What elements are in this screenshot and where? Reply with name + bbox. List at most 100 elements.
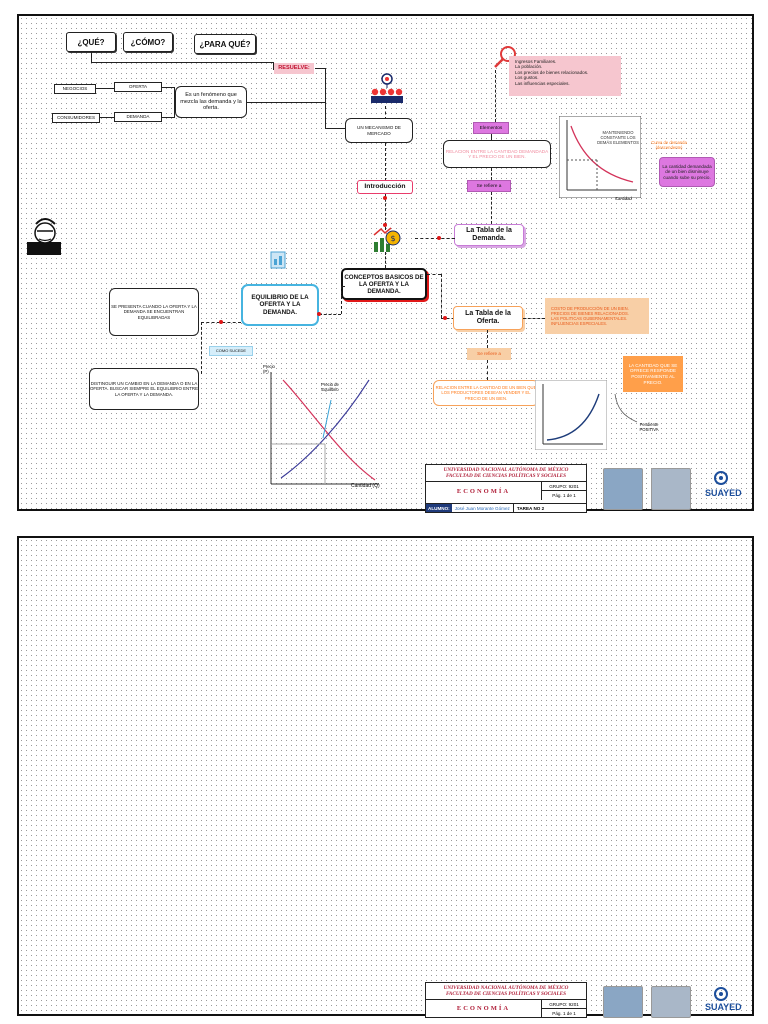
cantidad-demandada-text: La cantidad demandada de un bien disminu… (662, 163, 712, 180)
connector-dot (383, 196, 387, 200)
connector (427, 274, 441, 275)
relacion-demanda-box: RELACION ENTRE LA CANTIDAD DEMANDADA Y E… (443, 140, 551, 168)
connector (385, 143, 386, 181)
consumidores-box: CONSUMIDORES (52, 113, 100, 123)
tabla-demanda-box: La Tabla de la Demanda. (454, 224, 524, 246)
team-network-icon (371, 73, 403, 103)
university-name: UNIVERSIDAD NACIONAL AUTÓNOMA DE MÉXICO (443, 985, 569, 991)
connector (201, 322, 202, 374)
conceptos-box: CONCEPTOS BASICOS DE LA OFERTA Y LA DEMA… (341, 268, 427, 300)
arrow-line (96, 88, 114, 89)
connector (162, 117, 174, 118)
alumno-name: José Juan Morante Gómez (454, 505, 510, 511)
subject-name: ECONOMÍA (426, 482, 542, 500)
footer-header: UNIVERSIDAD NACIONAL AUTÓNOMA DE MÉXICO … (426, 465, 586, 482)
curva-demanda-note: Curva de demanda (descendente) (651, 140, 687, 150)
arrow-line (100, 117, 114, 118)
relacion-demanda-text: RELACION ENTRE LA CANTIDAD DEMANDADA Y E… (445, 148, 549, 159)
para-que-label: ¿PARA QUÉ? (199, 39, 251, 49)
connector (325, 68, 326, 128)
supply-curve-chart (535, 380, 607, 450)
se-refiere-demanda-label: Se refiere a (476, 183, 502, 189)
connector (273, 62, 274, 70)
elementos-label: Elementos (479, 125, 503, 131)
oferta-small-box: OFERTA (114, 82, 162, 92)
costo-list: COSTO DE PRODUCCIÓN DE UN BIEN. PRECIOS … (545, 298, 649, 334)
connector (385, 252, 386, 268)
relacion-oferta-box: RELACION ENTRE LA CANTIDAD DE UN BIEN QU… (433, 380, 539, 406)
connector (319, 314, 341, 315)
university-name: UNIVERSIDAD NACIONAL AUTÓNOMA DE MÉXICO (443, 467, 569, 473)
connector (491, 192, 492, 224)
negocios-box: NEGOCIOS (54, 84, 96, 94)
subject-name: ECONOMÍA (426, 1000, 542, 1017)
connector (523, 318, 545, 319)
connector (491, 134, 492, 140)
connector (487, 330, 488, 348)
equilibrio-box: EQUILIBRIO DE LA OFERTA Y LA DEMANDA. (241, 284, 319, 326)
resuelve-tag: RESUELVE: (274, 63, 314, 74)
connector (441, 274, 442, 318)
fcpys-seal-icon (651, 468, 691, 510)
connector (415, 238, 455, 239)
se-presenta-box: SE PRESENTA CUANDO LA OFERTA Y LA DEMAND… (109, 288, 199, 336)
cantidad-axis-label: Cantidad (615, 196, 632, 201)
para-que-box: ¿PARA QUÉ? (194, 34, 256, 54)
unam-seal-icon (603, 986, 643, 1018)
footer-info: UNIVERSIDAD NACIONAL AUTÓNOMA DE MÉXICO … (425, 464, 587, 513)
como-sucede-tag: COMO SUCEDE (209, 346, 253, 356)
connector (91, 62, 273, 63)
connector-dot (437, 236, 441, 240)
distinguir-text: DISTINGUIR UN CAMBIO EN LA DEMANDA O EN … (90, 380, 198, 397)
como-sucede-label: COMO SUCEDE (215, 348, 247, 354)
arrow-pendiente (614, 393, 638, 423)
magnifier-icon (494, 46, 516, 68)
demanda-small-label: DEMANDA (126, 114, 150, 120)
page-number: Pág. 1 de 1 (552, 493, 576, 498)
fcpys-seal-icon (651, 986, 691, 1018)
connector (341, 286, 345, 287)
elementos-list: Ingresos Familiares. La población. Los p… (509, 56, 621, 96)
mecanismo-text: UN MECANISMO DE MERCADO (357, 125, 401, 136)
consumidores-label: CONSUMIDORES (56, 115, 96, 121)
footer-info-page-2: UNIVERSIDAD NACIONAL AUTÓNOMA DE MÉXICO … (425, 982, 587, 1018)
connector (162, 87, 174, 88)
connector (487, 360, 488, 380)
group-number: GRUPO: 9201 (542, 1000, 586, 1009)
connector (385, 106, 386, 120)
page-1: ¿QUÉ? ¿CÓMO? ¿PARA QUÉ? RESUELVE: NEGOCI… (17, 14, 754, 513)
elementos-tag: Elementos (473, 122, 509, 134)
eq-cantidad-axis: Cantidad (Q) (351, 483, 380, 489)
connector-dot (219, 320, 223, 324)
tabla-demanda-label: La Tabla de la Demanda. (466, 227, 512, 242)
connector (315, 68, 325, 69)
tarea-label: TAREA NO 2 (512, 504, 547, 512)
page-2: UNIVERSIDAD NACIONAL AUTÓNOMA DE MÉXICO … (17, 536, 754, 1018)
relacion-oferta-text: RELACION ENTRE LA CANTIDAD DE UN BIEN QU… (435, 385, 537, 401)
connector (441, 318, 455, 319)
suayed-logo-text: SUAYED (705, 1002, 742, 1012)
equilibrio-label: EQUILIBRIO DE LA OFERTA Y LA DEMANDA. (251, 293, 309, 316)
tabla-oferta-box: La Tabla de la Oferta. (453, 306, 523, 330)
connector-dot (383, 223, 387, 227)
cantidad-ofrece-text: LA CANTIDAD QUE SE OFRECE RESPONDE POSIT… (628, 362, 678, 385)
connector (341, 286, 342, 314)
footer-header: UNIVERSIDAD NACIONAL AUTÓNOMA DE MÉXICO … (426, 983, 586, 1000)
negocios-label: NEGOCIOS (62, 86, 88, 92)
oferta-small-label: OFERTA (128, 84, 148, 90)
faculty-name: FACULTAD DE CIENCIAS POLÍTICAS Y SOCIALE… (445, 473, 567, 479)
fenomeno-box: Es un fenómeno que mezcla las demanda y … (175, 86, 247, 118)
introduccion-label: Introducción (364, 182, 406, 190)
se-refiere-oferta-label: Se refiere a (477, 351, 501, 357)
money-growth-icon: $ (373, 227, 401, 252)
demanda-small-box: DEMANDA (114, 112, 162, 122)
economist-portrait-icon (27, 218, 61, 255)
demand-curve-chart (559, 116, 641, 198)
tabla-oferta-label: La Tabla de la Oferta. (465, 310, 511, 325)
group-number: GRUPO: 9201 (542, 482, 586, 491)
eq-precio-label: Precio de Equilibrio (321, 382, 339, 392)
connector (174, 87, 175, 118)
unam-seal-icon (603, 468, 643, 510)
connector-dot (443, 316, 447, 320)
introduccion-box: Introducción (357, 180, 413, 194)
